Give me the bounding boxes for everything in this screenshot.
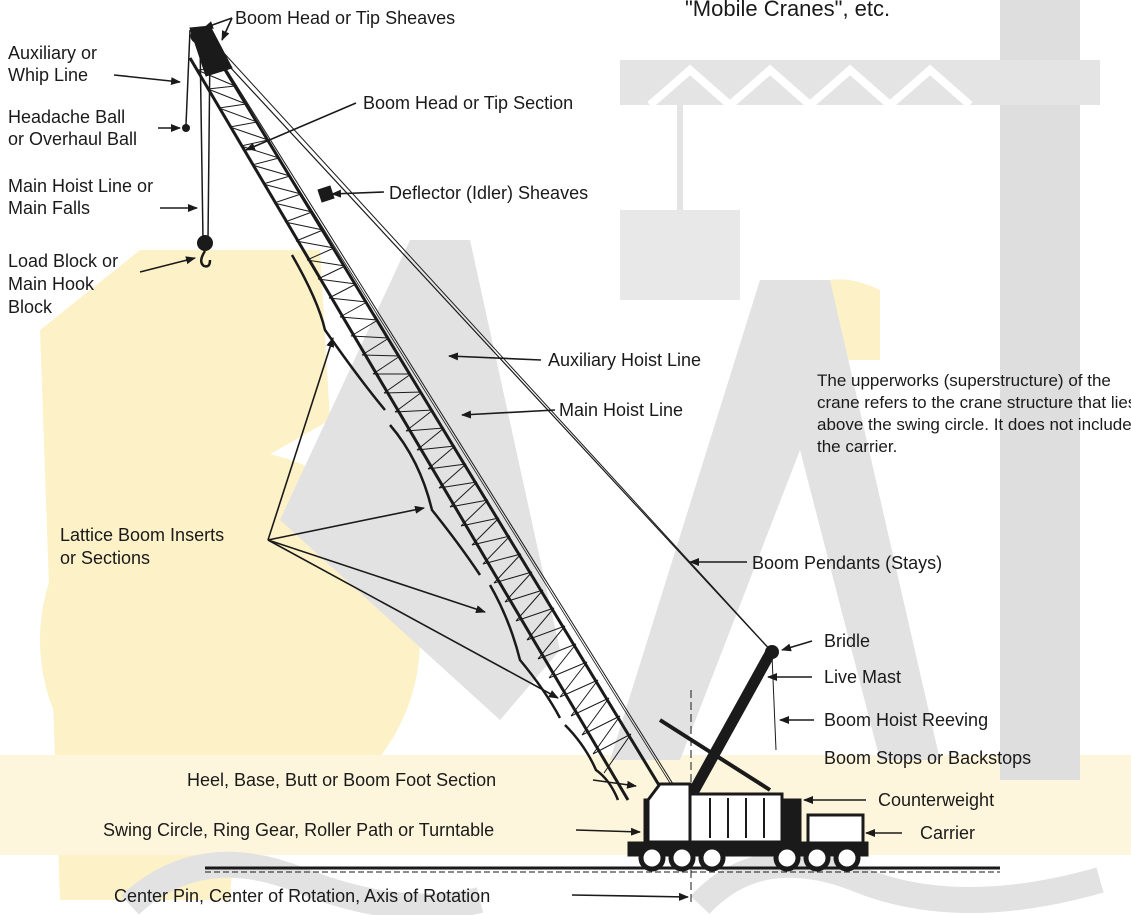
label-main-hoist-falls-1: Main Hoist Line or <box>8 176 154 196</box>
leader-arrows <box>113 17 902 901</box>
label-load-block-2: Main Hook <box>8 274 95 294</box>
label-load-block-1: Load Block or <box>8 251 119 271</box>
label-boom-stops: Boom Stops or Backstops <box>824 748 1032 768</box>
hook-blocks <box>182 124 213 268</box>
header-fragment: "Mobile Cranes", etc. <box>685 0 891 21</box>
label-bridle: Bridle <box>824 631 871 651</box>
arrow-main-hoist-line <box>461 409 556 419</box>
ground <box>205 866 1000 873</box>
lattice-boom <box>188 25 670 801</box>
bracket-1 <box>290 254 386 411</box>
label-lattice-boom-inserts-1: Lattice Boom Inserts <box>60 525 225 545</box>
watermark-hanging-block <box>620 210 740 300</box>
live-mast <box>658 645 779 801</box>
arrow-load-block <box>139 256 196 273</box>
boom-stop <box>658 718 772 792</box>
load-hook <box>200 250 212 268</box>
label-headache-ball-1: Headache Ball <box>8 107 126 127</box>
arrow-swing-circle <box>575 827 641 836</box>
watermark-tower <box>1000 0 1080 780</box>
deflector-sheaves <box>317 185 335 203</box>
upperworks-note: The upperworks (superstructure) of the c… <box>817 371 1131 456</box>
label-boom-head-tip-section: Boom Head or Tip Section <box>363 93 574 113</box>
bracket-3 <box>488 584 562 719</box>
arrow-tip-sheaves-1 <box>203 17 233 29</box>
arrow-tip-section <box>245 102 357 151</box>
label-deflector-sheaves: Deflector (Idler) Sheaves <box>389 183 589 203</box>
counterweight-block <box>781 799 801 843</box>
label-main-hoist-line: Main Hoist Line <box>559 400 684 420</box>
arrow-lattice-2 <box>267 505 425 541</box>
whip-line <box>185 29 191 126</box>
main-hoist-rope <box>212 47 689 809</box>
label-headache-ball-2: or Overhaul Ball <box>8 129 138 149</box>
watermark-ground-band <box>0 755 1131 855</box>
headache-ball <box>182 124 190 132</box>
label-counterweight: Counterweight <box>878 790 995 810</box>
label-boom-hoist-reeving: Boom Hoist Reeving <box>824 710 989 730</box>
arrow-lattice-4 <box>267 539 559 699</box>
arrow-center-pin <box>571 892 689 901</box>
boom-hoist-reeving <box>771 654 777 751</box>
label-swing-circle: Swing Circle, Ring Gear, Roller Path or … <box>103 820 495 840</box>
crane-carrier <box>627 782 869 872</box>
label-boom-head-tip-sheaves: Boom Head or Tip Sheaves <box>235 8 456 28</box>
bracket-2 <box>389 424 482 576</box>
load-block <box>197 235 213 251</box>
bridle <box>765 645 779 659</box>
label-load-block-3: Block <box>8 297 53 317</box>
watermark-script <box>121 851 1104 915</box>
watermark-letter-a <box>610 280 940 760</box>
bracket-4 <box>564 724 620 801</box>
label-live-mast: Live Mast <box>824 667 902 687</box>
arrow-whip-line <box>113 74 181 86</box>
watermark-jib-truss <box>647 64 973 111</box>
arrow-deflector <box>331 189 385 198</box>
carrier-cab <box>806 813 865 847</box>
arrow-lattice-1 <box>267 337 335 541</box>
label-carrier: Carrier <box>920 823 976 843</box>
label-auxiliary-whip-line-1: Auxiliary or <box>8 43 98 63</box>
tip-sheave <box>190 28 206 44</box>
boom-pendant-2 <box>211 39 776 656</box>
label-boom-pendants: Boom Pendants (Stays) <box>752 553 943 573</box>
main-falls-b <box>207 44 211 241</box>
boom-chord-upper <box>211 49 670 801</box>
watermark-letter-v <box>280 240 560 720</box>
arrow-heel-section <box>592 779 637 789</box>
machinery-house <box>688 792 784 844</box>
arrow-tip-sheaves-2 <box>221 17 233 41</box>
boom-section-brackets <box>290 254 620 801</box>
operator-cab <box>646 782 692 844</box>
label-center-pin: Center Pin, Center of Rotation, Axis of … <box>114 886 491 906</box>
arrow-bridle <box>781 640 813 652</box>
label-auxiliary-whip-line-2: Whip Line <box>8 65 89 85</box>
arrow-lattice-3 <box>267 539 486 613</box>
label-heel-section: Heel, Base, Butt or Boom Foot Section <box>187 770 497 790</box>
label-auxiliary-hoist-line: Auxiliary Hoist Line <box>548 350 702 370</box>
boom-pendant-1 <box>204 39 773 653</box>
carrier-wheels <box>638 844 861 872</box>
arrow-aux-hoist-line <box>448 352 542 361</box>
label-main-hoist-falls-2: Main Falls <box>8 198 91 218</box>
label-lattice-boom-inserts-2: or Sections <box>60 548 151 568</box>
